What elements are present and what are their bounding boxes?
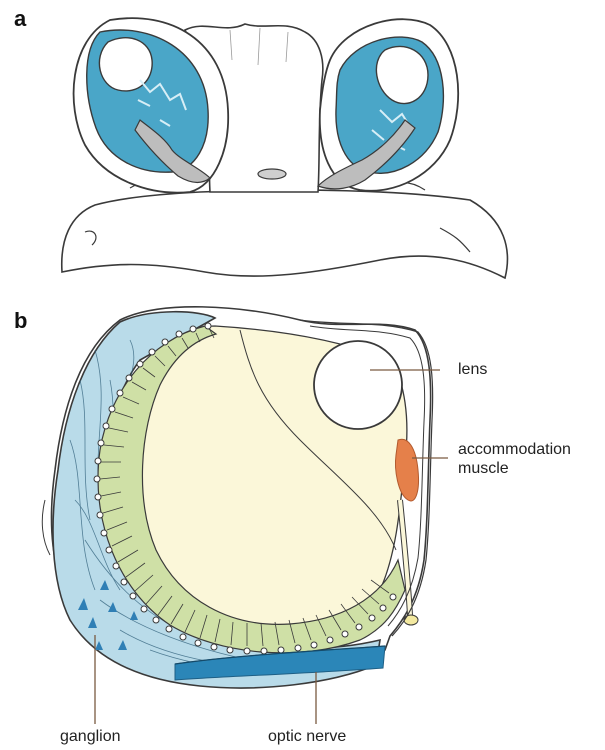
lens: [314, 341, 402, 429]
label-accommodation-muscle: accommodation muscle: [458, 440, 571, 478]
label-lens: lens: [458, 360, 487, 379]
label-optic-nerve: optic nerve: [268, 727, 346, 746]
label-accommodation-line1: accommodation: [458, 440, 571, 459]
label-ganglion: ganglion: [60, 727, 121, 746]
central-pore: [258, 169, 286, 179]
panel-a-illustration: [62, 18, 508, 278]
head-body: [62, 190, 508, 278]
label-accommodation-line2: muscle: [458, 459, 571, 478]
panel-b-illustration: [42, 307, 432, 688]
left-eye-lens-window: [99, 38, 152, 91]
